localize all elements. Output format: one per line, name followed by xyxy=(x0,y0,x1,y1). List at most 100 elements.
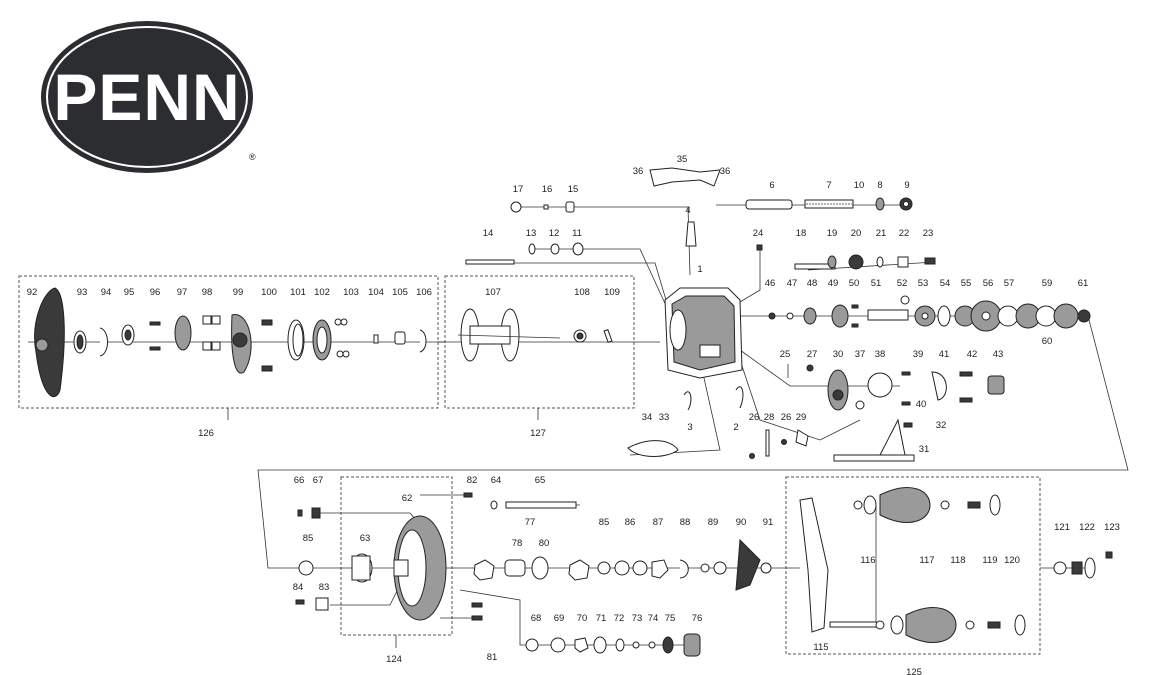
part-label-19: 19 xyxy=(827,228,838,239)
part-label-23: 23 xyxy=(923,228,934,239)
part-label-63: 63 xyxy=(360,533,371,544)
part-label-13: 13 xyxy=(526,228,537,239)
group-box-125 xyxy=(785,476,1041,655)
part-label-95: 95 xyxy=(124,287,135,298)
part-label-21: 21 xyxy=(876,228,887,239)
part-label-124: 124 xyxy=(386,654,402,665)
part-label-39: 39 xyxy=(913,349,924,360)
part-label-109: 109 xyxy=(604,287,620,298)
handle-side-parts xyxy=(473,538,772,657)
spool-parts xyxy=(457,308,613,362)
part-label-119: 119 xyxy=(982,555,997,566)
part-label-71: 71 xyxy=(596,613,607,624)
part-label-31: 31 xyxy=(919,444,930,455)
part-label-12: 12 xyxy=(549,228,560,239)
group-box-124 xyxy=(340,476,453,636)
part-label-1: 1 xyxy=(697,264,702,275)
part-label-14: 14 xyxy=(483,228,494,239)
part-label-73: 73 xyxy=(632,613,643,624)
part-label-16: 16 xyxy=(542,184,553,195)
part-label-76: 76 xyxy=(692,613,703,624)
part-label-11: 11 xyxy=(572,228,582,239)
part-label-24: 24 xyxy=(753,228,764,239)
part-label-85: 85 xyxy=(303,533,314,544)
part-label-98: 98 xyxy=(202,287,213,298)
registered-mark: ® xyxy=(249,152,256,162)
part-label-6: 6 xyxy=(769,180,774,191)
part-label-46: 46 xyxy=(765,278,776,289)
part-92-sideplate-cover xyxy=(34,287,65,398)
part-label-64: 64 xyxy=(491,475,502,486)
part-label-80: 80 xyxy=(539,538,550,549)
part-label-36: 36 xyxy=(720,166,731,177)
part-label-115: 115 xyxy=(813,642,828,653)
drive-gear-parts xyxy=(768,295,1091,332)
part-label-88: 88 xyxy=(680,517,691,528)
part-label-34: 34 xyxy=(642,412,653,423)
part-label-78: 78 xyxy=(512,538,523,549)
part-label-53: 53 xyxy=(918,278,929,289)
part-label-60: 60 xyxy=(1042,336,1053,347)
part-label-100: 100 xyxy=(261,287,277,298)
part-label-42: 42 xyxy=(967,349,978,360)
part-label-118: 118 xyxy=(950,555,965,566)
part-label-96: 96 xyxy=(150,287,161,298)
part-label-2: 2 xyxy=(733,422,738,433)
part-label-74: 74 xyxy=(648,613,659,624)
part-label-86: 86 xyxy=(625,517,636,528)
part-label-121: 121 xyxy=(1054,522,1070,533)
part-label-9: 9 xyxy=(904,180,909,191)
part-label-70: 70 xyxy=(577,613,588,624)
part-label-35: 35 xyxy=(677,154,688,165)
part-label-103: 103 xyxy=(343,287,359,298)
part-label-18: 18 xyxy=(796,228,807,239)
part-label-27: 27 xyxy=(807,349,818,360)
part-label-92: 92 xyxy=(27,287,38,298)
part-label-37: 37 xyxy=(855,349,866,360)
connector-lines xyxy=(28,204,1129,648)
part-label-65: 65 xyxy=(535,475,546,486)
part-label-82: 82 xyxy=(467,475,478,486)
part-label-125: 125 xyxy=(906,667,922,675)
part-label-97: 97 xyxy=(177,287,188,298)
part-label-40: 40 xyxy=(916,399,927,410)
part-label-116: 116 xyxy=(860,555,875,566)
part-label-94: 94 xyxy=(101,287,112,298)
part-label-52: 52 xyxy=(897,278,908,289)
part-label-17: 17 xyxy=(513,184,524,195)
part-label-62: 62 xyxy=(402,493,413,504)
part-label-51: 51 xyxy=(871,278,882,289)
part-label-48: 48 xyxy=(807,278,818,289)
part-label-91: 91 xyxy=(763,517,774,528)
right-sideplate-parts xyxy=(295,492,577,621)
brake-parts xyxy=(749,364,1005,462)
part-label-43: 43 xyxy=(993,349,1004,360)
part-label-67: 67 xyxy=(313,475,324,486)
part-label-59: 59 xyxy=(1042,278,1053,289)
part-label-3: 3 xyxy=(687,422,692,433)
part-label-36: 36 xyxy=(633,166,644,177)
part-label-84: 84 xyxy=(293,582,304,593)
part-label-120: 120 xyxy=(1004,555,1020,566)
part-label-22: 22 xyxy=(899,228,910,239)
part-label-28: 28 xyxy=(764,412,775,423)
part-label-32: 32 xyxy=(936,420,947,431)
part-label-89: 89 xyxy=(708,517,719,528)
part-label-8: 8 xyxy=(877,180,882,191)
part-label-117: 117 xyxy=(919,555,934,566)
part-label-101: 101 xyxy=(290,287,306,298)
part-label-10: 10 xyxy=(854,180,865,191)
part-label-33: 33 xyxy=(659,412,670,423)
part-label-75: 75 xyxy=(665,613,676,624)
part-label-50: 50 xyxy=(849,278,860,289)
part-label-57: 57 xyxy=(1004,278,1015,289)
part-label-81: 81 xyxy=(487,652,498,663)
part-label-7: 7 xyxy=(826,180,831,191)
part-label-26: 26 xyxy=(781,412,792,423)
part-label-47: 47 xyxy=(787,278,798,289)
part-label-107: 107 xyxy=(485,287,501,298)
part-label-66: 66 xyxy=(294,475,305,486)
part-label-108: 108 xyxy=(574,287,590,298)
